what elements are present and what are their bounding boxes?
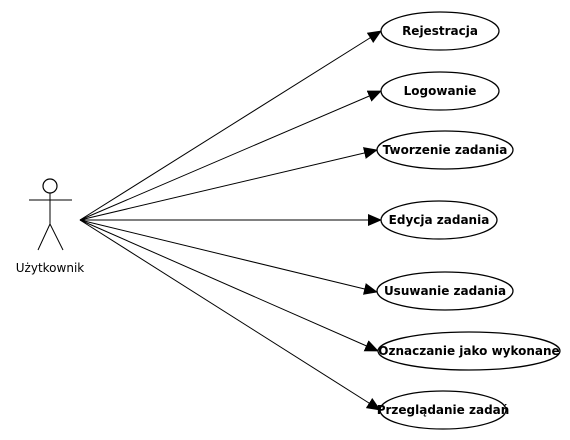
use-case-browse-tasks[interactable]: Przeglądanie zadań [377,390,510,430]
actor-label: Użytkownik [16,261,85,275]
association-registration [79,30,382,221]
association-browse-tasks [79,219,381,411]
use-case-mark-done[interactable]: Oznaczanie jako wykonane [377,331,561,371]
use-case-label: Edycja zadania [389,213,490,227]
use-case-label: Logowanie [404,84,477,98]
association-mark-done [79,219,379,352]
use-case-login[interactable]: Logowanie [380,71,500,111]
use-case-edit-task[interactable]: Edycja zadania [380,200,498,240]
use-case-label: Przeglądanie zadań [377,403,510,417]
use-case-label: Tworzenie zadania [383,143,508,157]
use-case-delete-task[interactable]: Usuwanie zadania [376,271,514,311]
use-case-label: Oznaczanie jako wykonane [378,344,559,358]
association-login [79,90,382,221]
use-case-registration[interactable]: Rejestracja [380,11,500,51]
association-create-task [79,147,378,221]
stick-figure-icon [29,178,72,251]
use-case-create-task[interactable]: Tworzenie zadania [376,130,514,170]
associations [79,30,382,411]
use-case-label: Usuwanie zadania [384,284,506,298]
use-case-label: Rejestracja [402,24,478,38]
use-cases: Rejestracja Logowanie Tworzenie zadania … [376,11,561,430]
association-delete-task [79,219,378,295]
actor: Użytkownik [16,178,85,275]
